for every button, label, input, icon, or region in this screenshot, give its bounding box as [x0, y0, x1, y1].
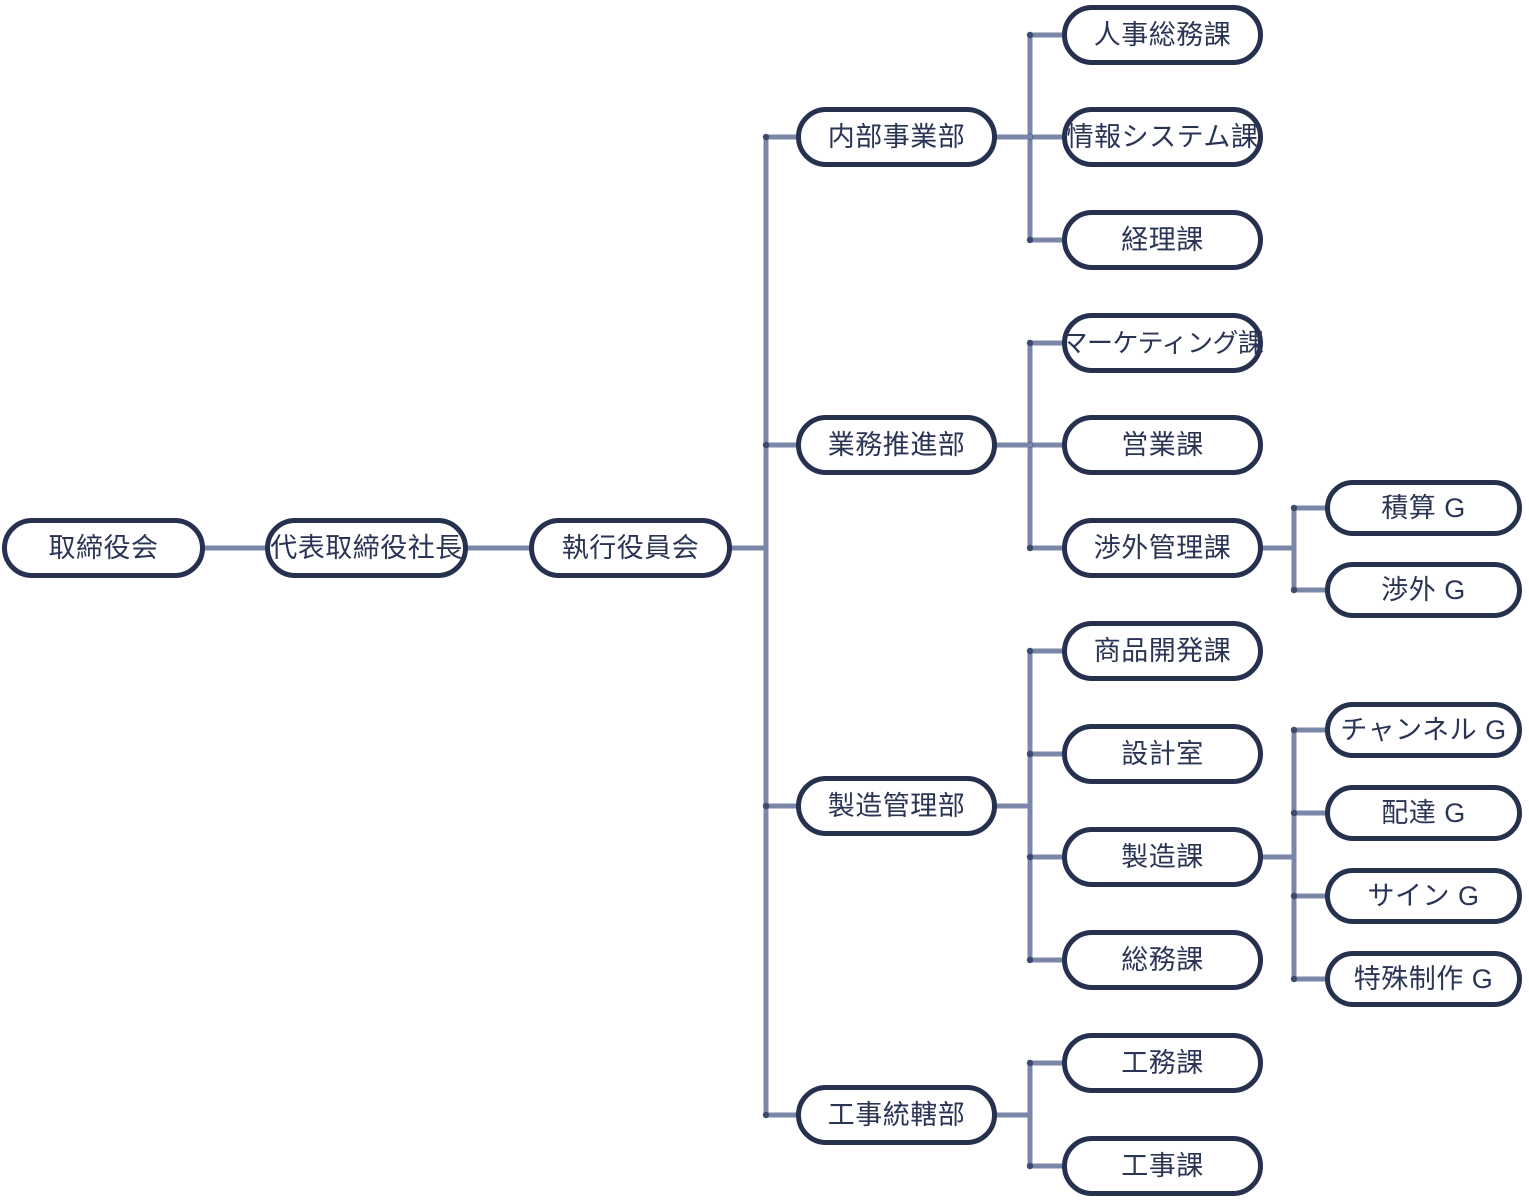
org-node-s4[interactable]: マーケティング課 — [1061, 313, 1264, 373]
org-node-label: 業務推進部 — [827, 429, 966, 460]
org-node-g2[interactable]: 渉外 G — [1325, 562, 1522, 618]
org-node-label: チャンネル G — [1340, 714, 1507, 745]
org-node-label: 製造管理部 — [827, 790, 966, 821]
org-node-label: 情報システム課 — [1066, 121, 1259, 152]
org-node-s3[interactable]: 経理課 — [1062, 210, 1263, 270]
org-node-label: 製造課 — [1121, 841, 1204, 872]
org-node-label: サイン G — [1367, 880, 1480, 911]
org-node-n3[interactable]: 執行役員会 — [529, 518, 732, 578]
org-node-label: 積算 G — [1381, 492, 1466, 523]
org-node-label: 渉外管理課 — [1093, 532, 1232, 563]
org-node-g6[interactable]: 特殊制作 G — [1325, 951, 1522, 1007]
org-node-label: 経理課 — [1121, 224, 1204, 255]
org-node-label: 特殊制作 G — [1353, 963, 1494, 994]
org-node-label: 総務課 — [1121, 944, 1204, 975]
org-node-label: 代表取締役社長 — [270, 532, 463, 563]
org-node-label: 工事課 — [1121, 1150, 1204, 1181]
org-node-g5[interactable]: サイン G — [1325, 868, 1522, 924]
org-node-g1[interactable]: 積算 G — [1325, 480, 1522, 536]
org-node-label: 執行役員会 — [561, 532, 700, 563]
org-node-n1[interactable]: 取締役会 — [2, 518, 205, 578]
org-node-d2[interactable]: 業務推進部 — [796, 415, 997, 475]
org-node-s11[interactable]: 工務課 — [1062, 1033, 1263, 1093]
org-node-label: 渉外 G — [1381, 574, 1466, 605]
org-node-s9[interactable]: 製造課 — [1062, 827, 1263, 887]
org-node-label: 営業課 — [1121, 429, 1204, 460]
org-node-d3[interactable]: 製造管理部 — [796, 776, 997, 836]
org-node-g4[interactable]: 配達 G — [1325, 785, 1522, 841]
org-node-label: 取締役会 — [48, 532, 159, 563]
org-node-n2[interactable]: 代表取締役社長 — [265, 518, 468, 578]
org-node-s8[interactable]: 設計室 — [1062, 724, 1263, 784]
org-node-s10[interactable]: 総務課 — [1062, 930, 1263, 990]
org-node-label: 配達 G — [1381, 797, 1466, 828]
org-node-label: マーケティング課 — [1061, 328, 1264, 358]
org-node-label: 内部事業部 — [827, 121, 966, 152]
org-node-label: 設計室 — [1121, 738, 1204, 769]
org-node-label: 人事総務課 — [1093, 19, 1232, 50]
org-node-s2[interactable]: 情報システム課 — [1062, 107, 1263, 167]
org-node-s7[interactable]: 商品開発課 — [1062, 621, 1263, 681]
org-node-label: 工事統轄部 — [827, 1099, 966, 1130]
org-node-d4[interactable]: 工事統轄部 — [796, 1085, 997, 1145]
org-node-label: 商品開発課 — [1093, 635, 1232, 666]
org-node-label: 工務課 — [1121, 1047, 1204, 1078]
org-node-g3[interactable]: チャンネル G — [1325, 702, 1522, 758]
org-node-d1[interactable]: 内部事業部 — [796, 107, 997, 167]
org-node-s5[interactable]: 営業課 — [1062, 415, 1263, 475]
org-node-s12[interactable]: 工事課 — [1062, 1136, 1263, 1196]
org-node-s6[interactable]: 渉外管理課 — [1062, 518, 1263, 578]
org-node-s1[interactable]: 人事総務課 — [1062, 5, 1263, 65]
